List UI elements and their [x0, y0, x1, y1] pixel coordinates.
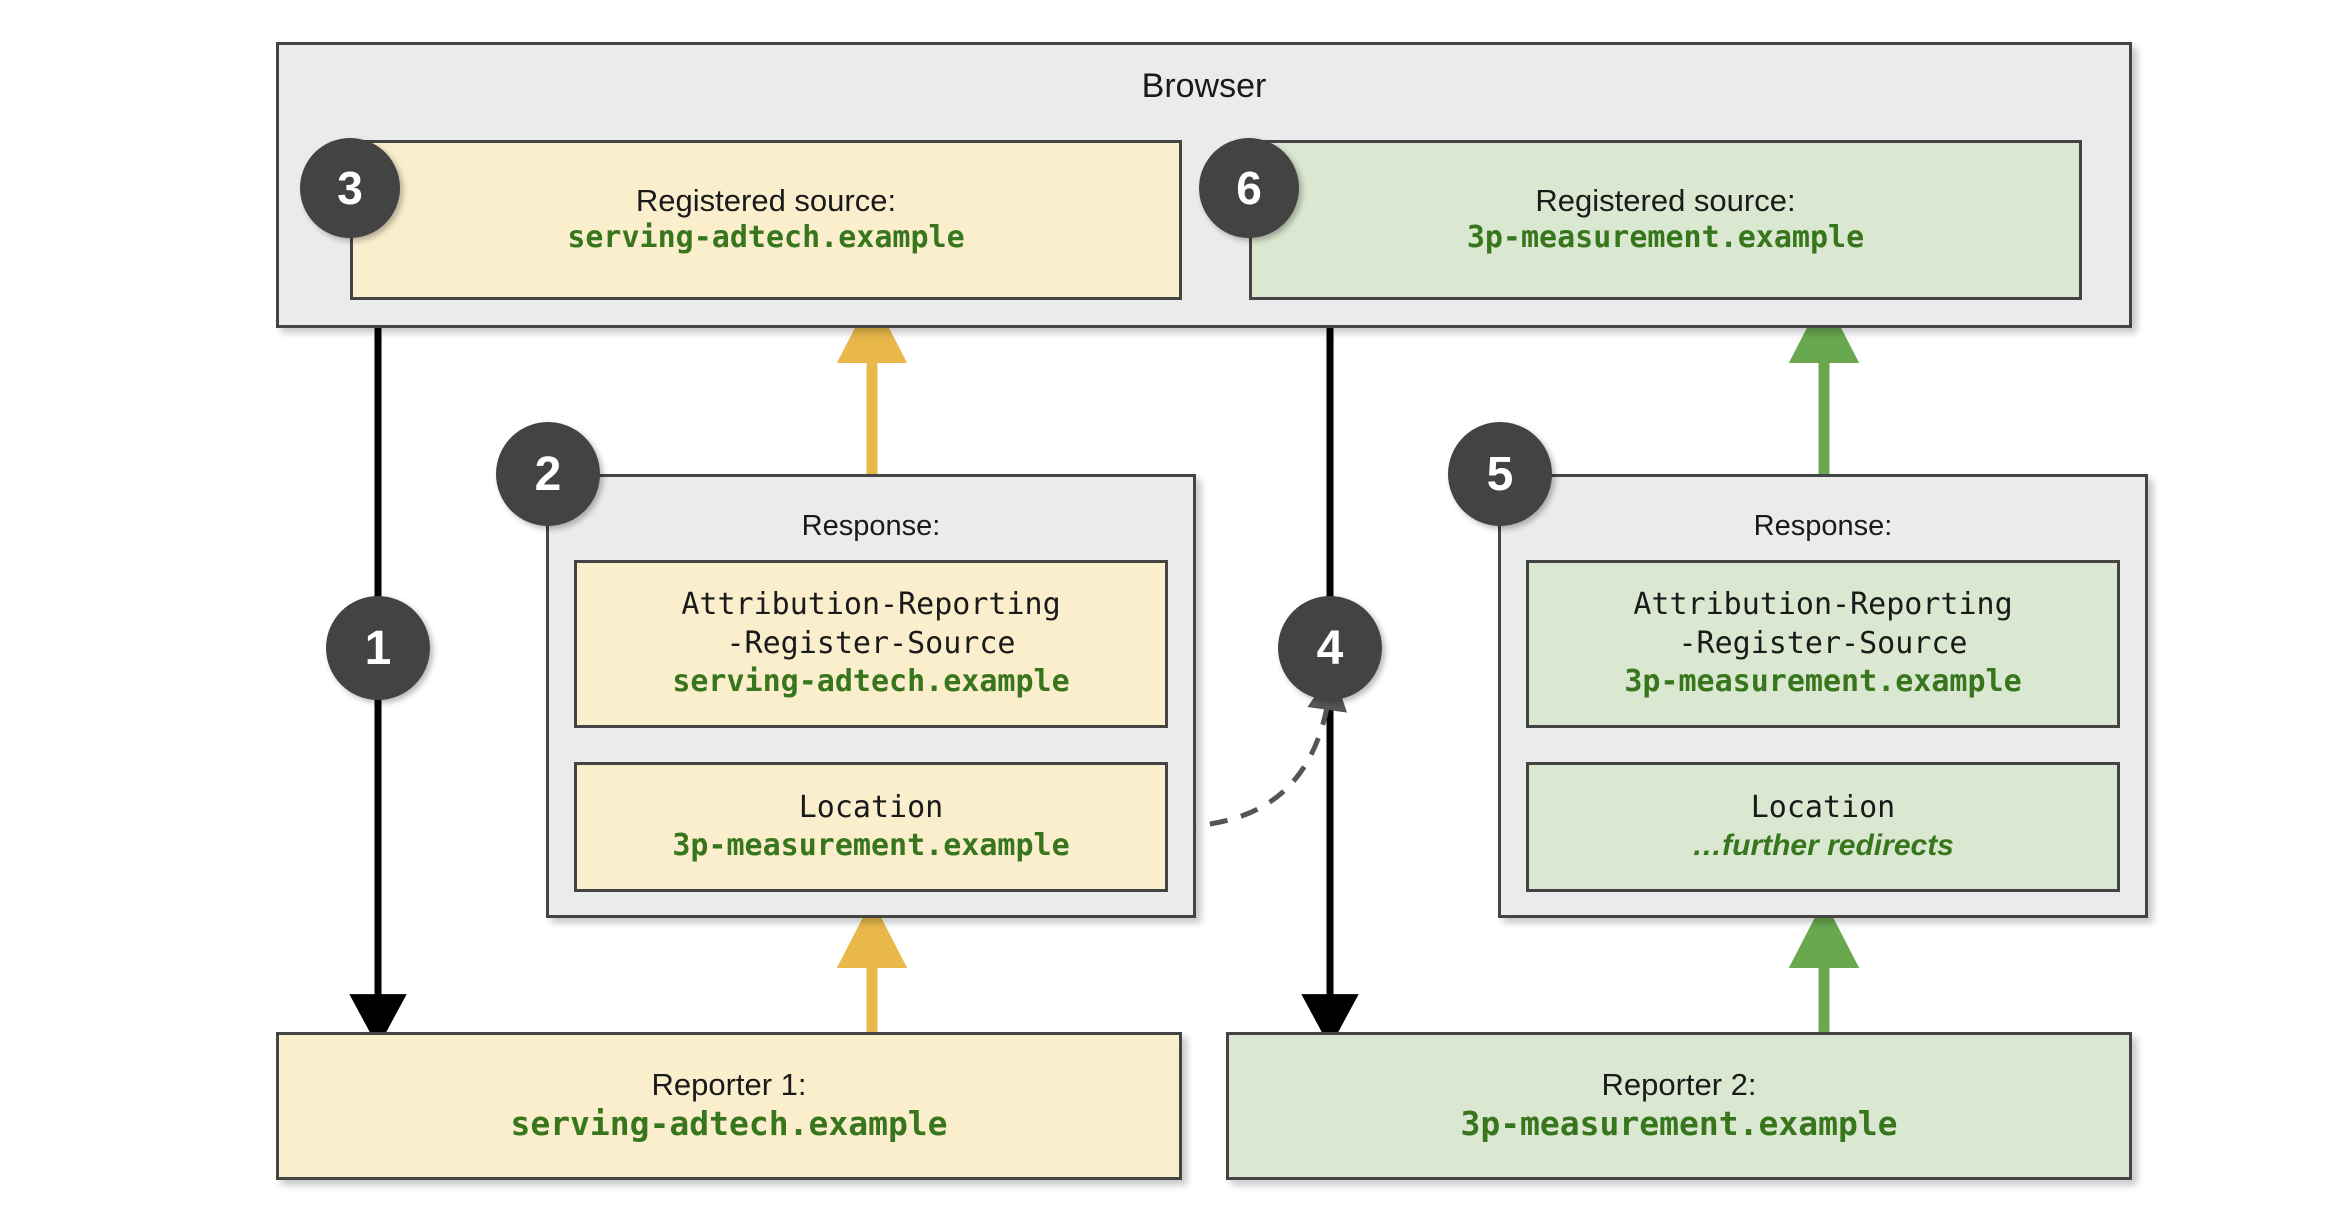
- response-panel-title-2: Response:: [1753, 510, 1893, 542]
- reporter-box-2: Reporter 2: 3p-measurement.example: [1226, 1032, 2132, 1180]
- registered-source-heading-1: Registered source:: [635, 182, 897, 218]
- header-name-attribution-2: Attribution-Reporting -Register-Source: [1633, 587, 2013, 661]
- registered-source-domain-2: 3p-measurement.example: [1466, 220, 1865, 256]
- header-value-attribution-2: 3p-measurement.example: [1624, 664, 2022, 700]
- redirect-dashed-curve: [1177, 670, 1348, 830]
- registered-source-domain-1: serving-adtech.example: [567, 220, 965, 256]
- reporter-heading-1: Reporter 1:: [651, 1066, 807, 1102]
- step-badge-2-label: 2: [534, 447, 562, 501]
- header-value-attribution-1: serving-adtech.example: [672, 664, 1070, 700]
- response-header-location-1: Location 3p-measurement.example: [574, 762, 1168, 892]
- header-value-location-1: 3p-measurement.example: [672, 828, 1070, 863]
- header-name-attribution-1: Attribution-Reporting -Register-Source: [681, 587, 1061, 661]
- step-badge-3-label: 3: [337, 162, 363, 214]
- step-badge-3: 3: [300, 138, 400, 238]
- response-header-location-2: Location …further redirects: [1526, 762, 2120, 892]
- step-badge-1: 1: [326, 596, 430, 700]
- registered-source-box-2: Registered source: 3p-measurement.exampl…: [1249, 140, 2082, 300]
- step-badge-5-label: 5: [1486, 447, 1514, 501]
- step-badge-4: 4: [1278, 596, 1382, 700]
- step-badge-1-label: 1: [364, 621, 392, 675]
- registered-source-heading-2: Registered source:: [1535, 182, 1796, 218]
- response-panel-title-1: Response:: [801, 510, 941, 542]
- step-badge-2: 2: [496, 422, 600, 526]
- response-header-attribution-1: Attribution-Reporting -Register-Source s…: [574, 560, 1168, 728]
- reporter-box-1: Reporter 1: serving-adtech.example: [276, 1032, 1182, 1180]
- header-value-location-2: …further redirects: [1692, 829, 1954, 862]
- step-badge-6: 6: [1199, 138, 1299, 238]
- reporter-heading-2: Reporter 2:: [1601, 1066, 1757, 1102]
- browser-title: Browser: [1141, 67, 1267, 105]
- step-badge-6-label: 6: [1236, 162, 1262, 214]
- header-name-location-1: Location: [798, 789, 944, 825]
- step-badge-4-label: 4: [1316, 621, 1344, 675]
- step-badge-5: 5: [1448, 422, 1552, 526]
- header-name-location-2: Location: [1750, 789, 1896, 825]
- reporter-domain-1: serving-adtech.example: [510, 1104, 948, 1144]
- reporter-domain-2: 3p-measurement.example: [1460, 1104, 1898, 1144]
- response-header-attribution-2: Attribution-Reporting -Register-Source 3…: [1526, 560, 2120, 728]
- registered-source-box-1: Registered source: serving-adtech.exampl…: [350, 140, 1182, 300]
